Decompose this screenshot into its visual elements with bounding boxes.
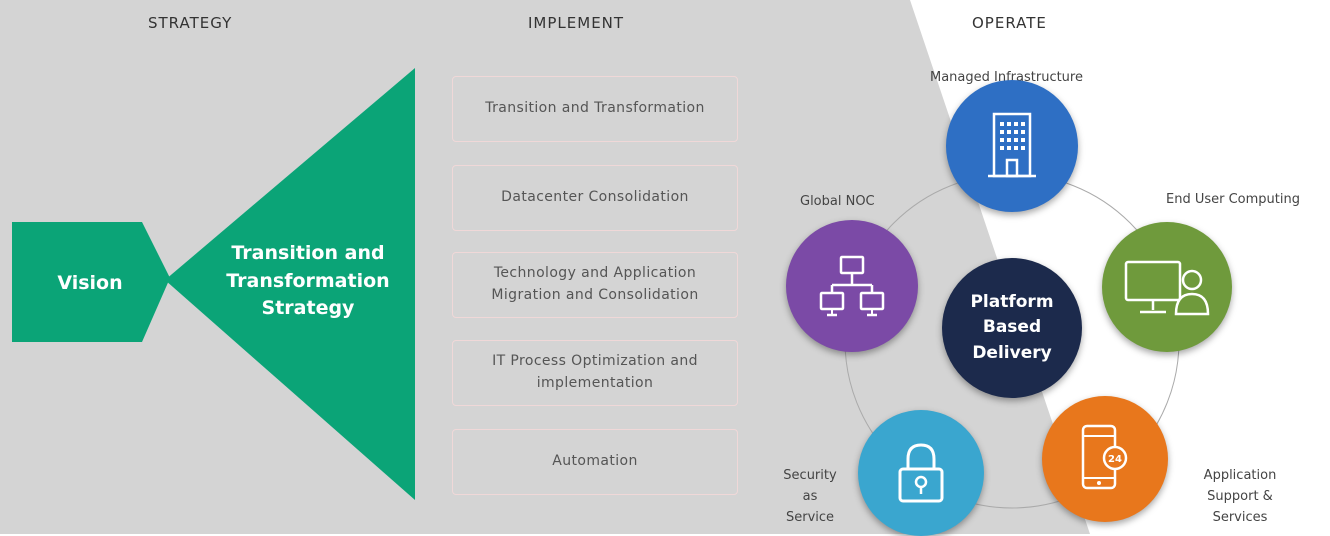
center-label-line: Platform [970, 291, 1054, 312]
strategy-label-line: Transformation [226, 269, 390, 292]
network-icon [819, 255, 885, 317]
vision-label: Vision [57, 272, 123, 294]
strategy-label-line: Strategy [261, 297, 355, 320]
implement-item-datacenter: Datacenter Consolidation [452, 165, 738, 231]
center-label-line: Delivery [972, 342, 1052, 363]
mobile-24-icon: 24 [1081, 424, 1128, 490]
implement-item-line: IT Process Optimization and [492, 353, 698, 370]
building-icon [988, 112, 1036, 178]
managed-infrastructure-label: Managed Infrastructure [930, 70, 1083, 85]
implement-item-transition: Transition and Transformation [452, 76, 738, 142]
padlock-icon [898, 443, 944, 503]
operate-heading: OPERATE [972, 14, 1047, 32]
application-support-label-line: Services [1212, 509, 1268, 525]
implement-item-migration: Technology and Application Migration and… [452, 252, 738, 318]
center-label-line: Based [982, 317, 1042, 338]
gray-background-panel [0, 0, 1090, 534]
security-service-label-line: Security [783, 468, 837, 483]
application-support-label-line: Support & [1207, 488, 1273, 504]
global-noc-label: Global NOC [800, 194, 875, 209]
security-service-label-line: Service [785, 509, 835, 525]
platform-based-delivery-circle: Platform Based Delivery [942, 258, 1082, 398]
implement-item-line: Technology and Application [493, 265, 697, 282]
svg-text:24: 24 [1108, 454, 1122, 465]
implement-item-line: Automation [552, 453, 638, 470]
implement-item-line: Transition and Transformation [485, 100, 705, 117]
strategy-label-line: Transition and [231, 242, 385, 264]
strategy-label: Transition and Transformation Strategy [198, 240, 418, 323]
implement-item-automation: Automation [452, 429, 738, 495]
security-service-label-line: as [802, 488, 818, 504]
monitor-user-icon [1124, 260, 1210, 316]
strategy-heading: STRATEGY [148, 14, 233, 32]
implement-item-line: Datacenter Consolidation [501, 189, 689, 206]
application-support-label: Application Support & Services [1192, 466, 1288, 528]
global-noc-circle [786, 220, 918, 352]
implement-item-line: Migration and Consolidation [491, 287, 699, 303]
application-support-label-line: Application [1203, 468, 1277, 483]
application-support-circle: 24 [1042, 396, 1168, 522]
strategy-triangle-shape [165, 68, 415, 500]
vision-arrow-shape [12, 222, 170, 342]
platform-based-delivery-label: Platform Based Delivery [970, 290, 1053, 367]
managed-infrastructure-circle [946, 80, 1078, 212]
security-service-label: Security as Service [770, 466, 850, 528]
security-service-circle [858, 410, 984, 536]
implement-item-process: IT Process Optimization and implementati… [452, 340, 738, 406]
end-user-computing-label: End User Computing [1166, 192, 1300, 207]
implement-heading: IMPLEMENT [528, 14, 625, 32]
end-user-computing-circle [1102, 222, 1232, 352]
implement-item-line: implementation [536, 375, 654, 391]
